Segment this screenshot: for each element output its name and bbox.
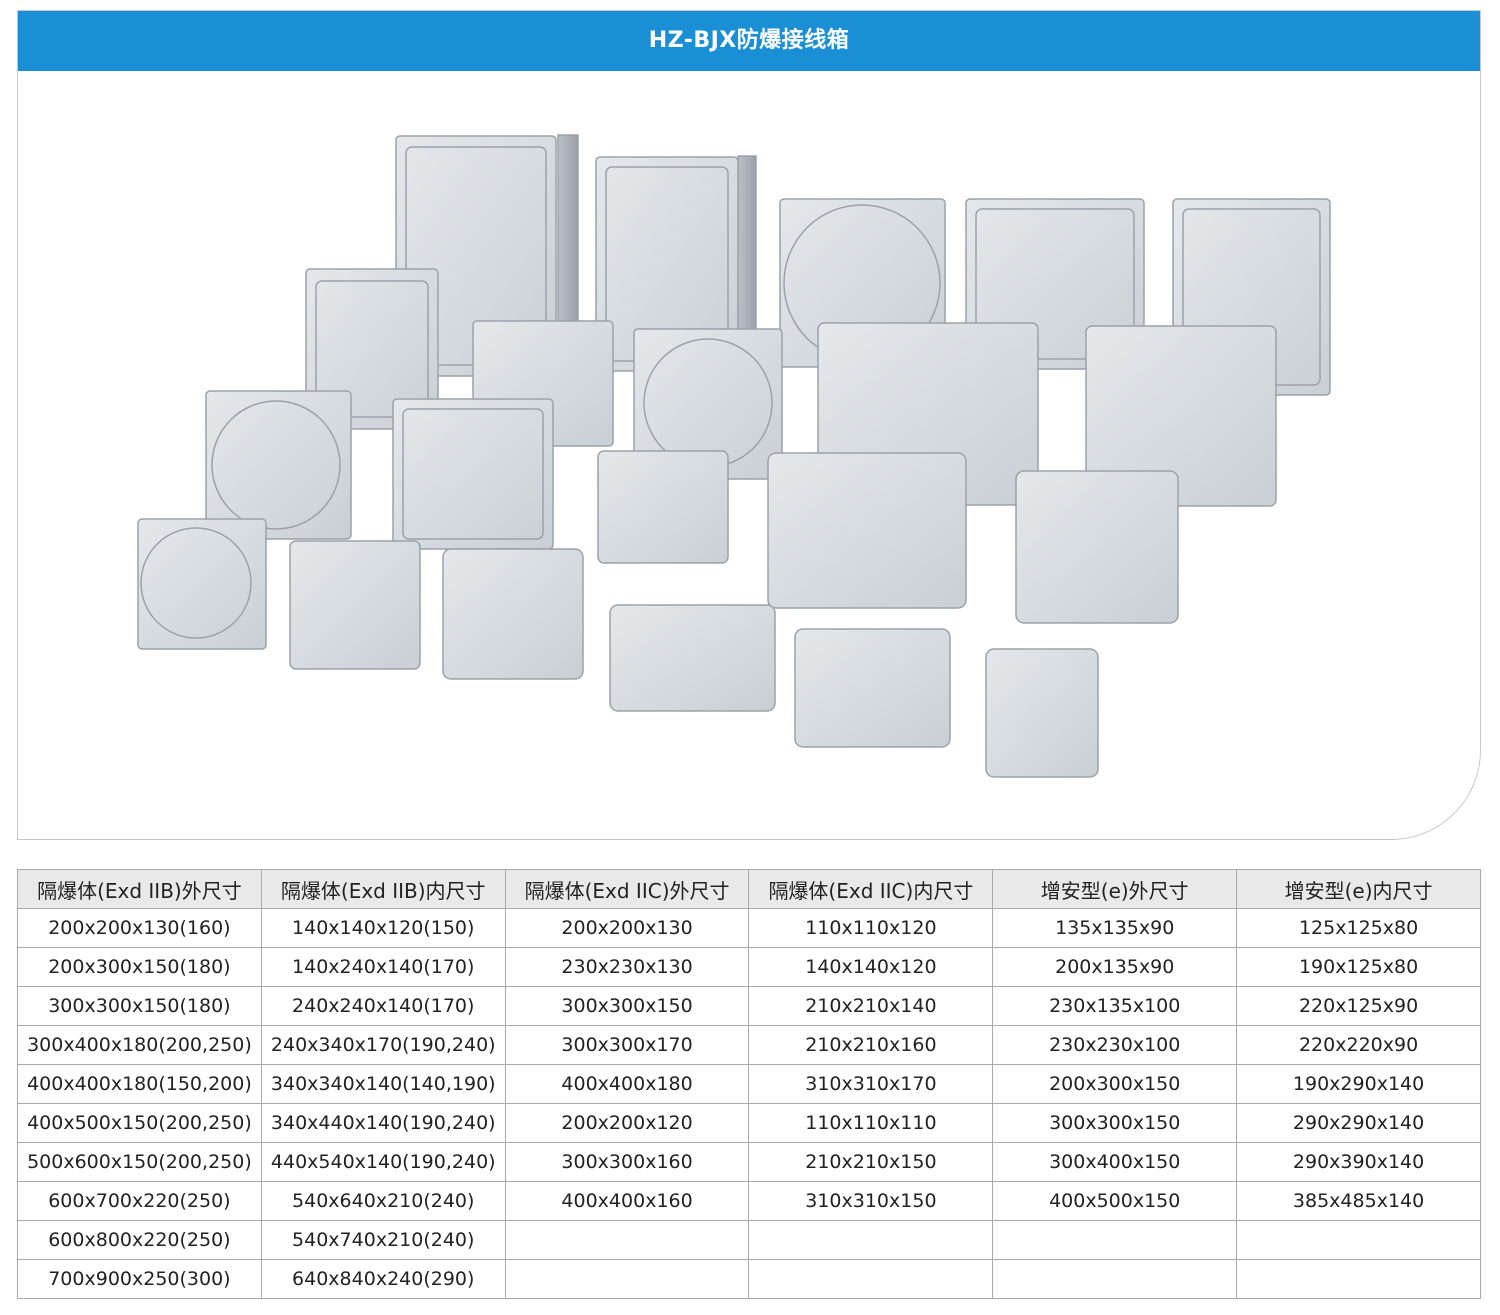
table-header-row: 隔爆体(Exd IIB)外尺寸 隔爆体(Exd IIB)内尺寸 隔爆体(Exd …	[17, 869, 1481, 909]
table-cell: 210x210x150	[748, 1142, 994, 1182]
table-cell: 440x540x140(190,240)	[260, 1142, 506, 1182]
table-cell: 300x300x150	[992, 1103, 1238, 1143]
product-photo	[137, 134, 1331, 778]
table-cell: 210x210x140	[748, 986, 994, 1026]
table-row: 400x400x180(150,200) 340x340x140(140,190…	[17, 1064, 1481, 1104]
table-cell: 540x740x210(240)	[260, 1220, 506, 1260]
table-cell: 300x300x170	[504, 1025, 750, 1065]
table-cell: 200x300x150	[992, 1064, 1238, 1104]
table-cell: 200x300x150(180)	[17, 947, 262, 987]
table-cell: 135x135x90	[992, 908, 1238, 948]
table-cell	[992, 1259, 1238, 1299]
table-cell	[1236, 1220, 1481, 1260]
table-cell	[504, 1220, 750, 1260]
table-cell: 385x485x140	[1236, 1181, 1481, 1221]
table-cell: 200x200x120	[504, 1103, 750, 1143]
table-cell: 110x110x120	[748, 908, 994, 948]
table-cell: 140x140x120(150)	[260, 908, 506, 948]
table-cell: 290x290x140	[1236, 1103, 1481, 1143]
table-cell: 640x840x240(290)	[260, 1259, 506, 1299]
table-cell: 700x900x250(300)	[17, 1259, 262, 1299]
table-cell: 220x220x90	[1236, 1025, 1481, 1065]
table-cell: 290x390x140	[1236, 1142, 1481, 1182]
table-row: 400x500x150(200,250) 340x440x140(190,240…	[17, 1103, 1481, 1143]
table-cell: 140x240x140(170)	[260, 947, 506, 987]
page-title: HZ-BJX防爆接线箱	[18, 11, 1480, 71]
table-cell: 200x200x130(160)	[17, 908, 262, 948]
table-row: 500x600x150(200,250) 440x540x140(190,240…	[17, 1142, 1481, 1182]
table-row: 600x800x220(250) 540x740x210(240)	[17, 1220, 1481, 1260]
table-cell: 230x230x100	[992, 1025, 1238, 1065]
table-cell: 340x440x140(190,240)	[260, 1103, 506, 1143]
table-cell: 540x640x210(240)	[260, 1181, 506, 1221]
table-cell: 400x400x180	[504, 1064, 750, 1104]
header-iic-inner: 隔爆体(Exd IIC)内尺寸	[748, 869, 994, 909]
table-row: 300x400x180(200,250) 240x340x170(190,240…	[17, 1025, 1481, 1065]
table-cell	[748, 1259, 994, 1299]
table-cell: 125x125x80	[1236, 908, 1481, 948]
table-cell: 300x400x150	[992, 1142, 1238, 1182]
table-cell	[504, 1259, 750, 1299]
header-iib-inner: 隔爆体(Exd IIB)内尺寸	[260, 869, 506, 909]
table-cell: 200x135x90	[992, 947, 1238, 987]
table-cell: 220x125x90	[1236, 986, 1481, 1026]
table-cell: 190x125x80	[1236, 947, 1481, 987]
table-cell: 310x310x150	[748, 1181, 994, 1221]
table-cell	[748, 1220, 994, 1260]
table-cell: 400x500x150	[992, 1181, 1238, 1221]
table-cell: 140x140x120	[748, 947, 994, 987]
table-cell: 300x400x180(200,250)	[17, 1025, 262, 1065]
table-cell: 400x400x160	[504, 1181, 750, 1221]
product-panel: HZ-BJX防爆接线箱	[17, 10, 1481, 840]
table-cell: 600x700x220(250)	[17, 1181, 262, 1221]
table-cell: 300x300x150	[504, 986, 750, 1026]
table-cell: 340x340x140(140,190)	[260, 1064, 506, 1104]
junction-box-icon	[137, 134, 1331, 778]
table-cell: 210x210x160	[748, 1025, 994, 1065]
header-e-outer: 增安型(e)外尺寸	[992, 869, 1238, 909]
table-cell: 230x135x100	[992, 986, 1238, 1026]
table-cell: 110x110x110	[748, 1103, 994, 1143]
table-cell: 240x240x140(170)	[260, 986, 506, 1026]
table-cell: 300x300x150(180)	[17, 986, 262, 1026]
table-cell: 500x600x150(200,250)	[17, 1142, 262, 1182]
table-cell: 300x300x160	[504, 1142, 750, 1182]
header-iib-outer: 隔爆体(Exd IIB)外尺寸	[17, 869, 262, 909]
table-cell	[992, 1220, 1238, 1260]
table-row: 600x700x220(250) 540x640x210(240) 400x40…	[17, 1181, 1481, 1221]
header-e-inner: 增安型(e)内尺寸	[1236, 869, 1481, 909]
table-row: 300x300x150(180) 240x240x140(170) 300x30…	[17, 986, 1481, 1026]
table-cell: 200x200x130	[504, 908, 750, 948]
table-row: 200x200x130(160) 140x140x120(150) 200x20…	[17, 908, 1481, 948]
table-cell: 190x290x140	[1236, 1064, 1481, 1104]
table-row: 700x900x250(300) 640x840x240(290)	[17, 1259, 1481, 1299]
header-iic-outer: 隔爆体(Exd IIC)外尺寸	[504, 869, 750, 909]
table-cell: 400x400x180(150,200)	[17, 1064, 262, 1104]
table-cell: 310x310x170	[748, 1064, 994, 1104]
table-cell: 400x500x150(200,250)	[17, 1103, 262, 1143]
table-cell: 240x340x170(190,240)	[260, 1025, 506, 1065]
table-cell: 230x230x130	[504, 947, 750, 987]
table-row: 200x300x150(180) 140x240x140(170) 230x23…	[17, 947, 1481, 987]
table-cell	[1236, 1259, 1481, 1299]
spec-table: 隔爆体(Exd IIB)外尺寸 隔爆体(Exd IIB)内尺寸 隔爆体(Exd …	[17, 869, 1481, 1299]
table-cell: 600x800x220(250)	[17, 1220, 262, 1260]
